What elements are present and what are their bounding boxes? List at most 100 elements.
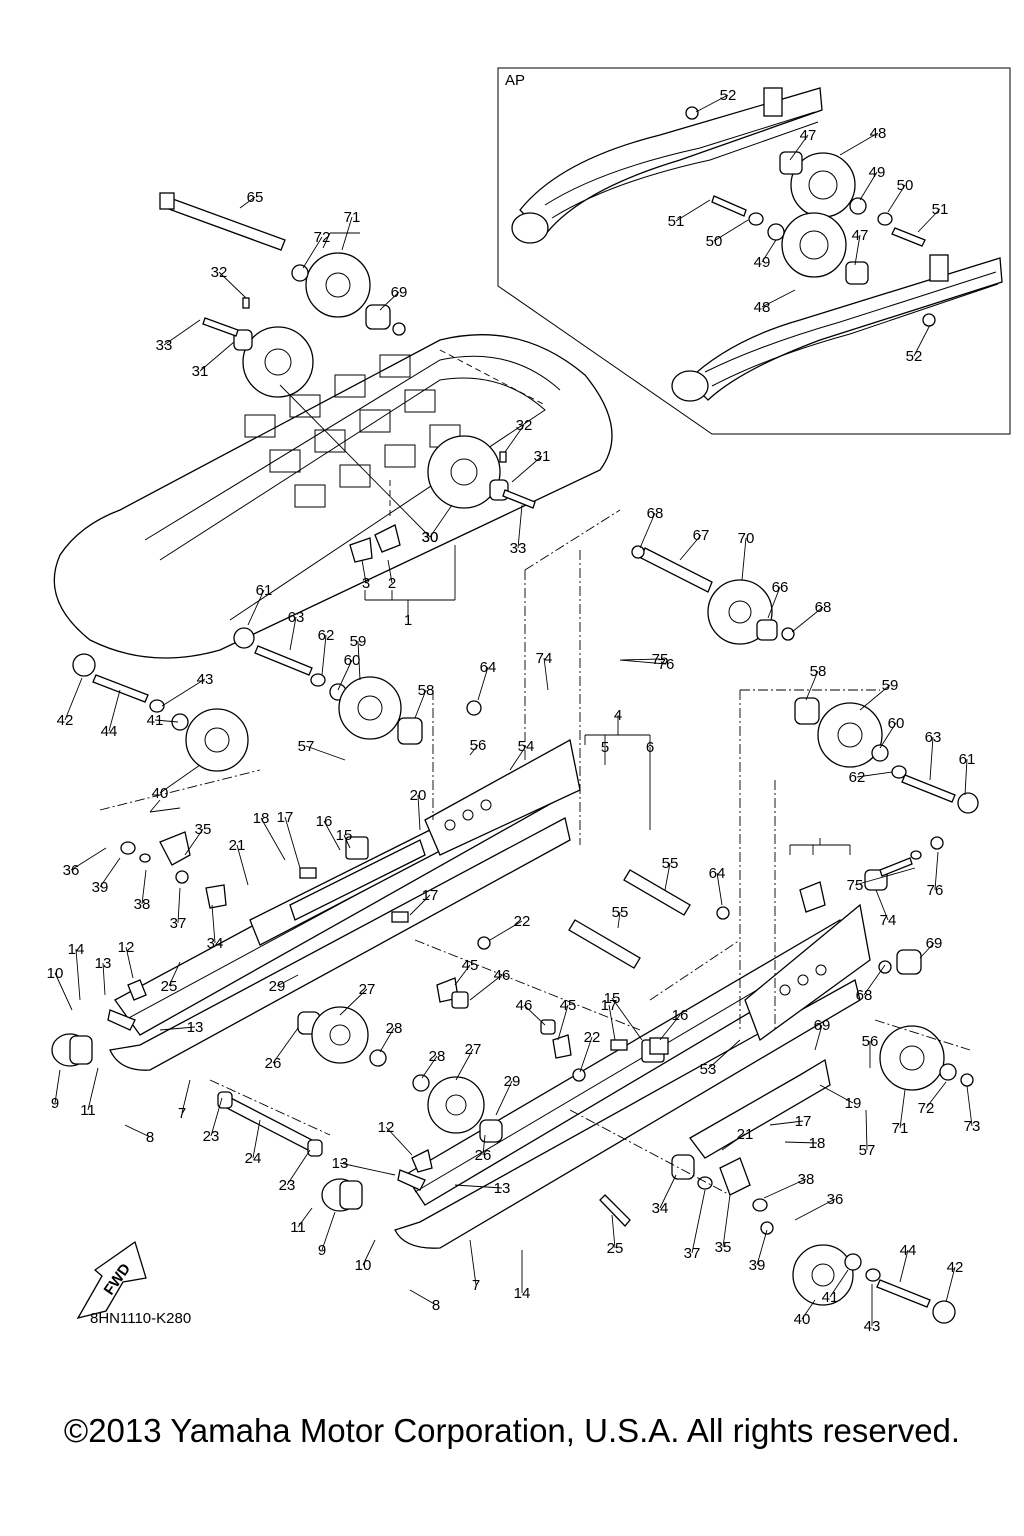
callout-22-leader [489,920,523,941]
callout-43: 43 [197,671,214,688]
callout-68: 68 [647,505,664,522]
callout-25-leader [611,1214,616,1249]
callout-17: 17 [277,809,294,826]
callout-22-leader [579,1036,593,1073]
callout-13-leader [102,962,106,996]
callout-17: 17 [795,1113,812,1130]
callout-23: 23 [279,1177,296,1194]
callout-65: 65 [247,189,264,206]
copyright-notice: ©2013 Yamaha Motor Corporation, U.S.A. A… [63,1412,961,1449]
callout-49-leader [859,171,878,201]
callout-46-leader [523,1004,546,1026]
callout-26-leader [482,1134,486,1156]
callout-7-leader [469,1239,477,1286]
callout-24-leader [252,1119,261,1159]
callout-17: 17 [422,887,439,904]
callout-22: 22 [514,913,531,930]
callout-69-leader [814,1024,823,1051]
callout-76: 76 [658,656,675,673]
callout-60: 60 [344,652,361,669]
callout-26-leader [272,1027,299,1064]
callout-5: 5 [601,739,609,756]
callout-45-leader [454,964,471,986]
callout-21: 21 [229,837,246,854]
callout-42: 42 [947,1259,964,1276]
callout-74-leader [875,889,889,921]
callout-9: 9 [51,1095,59,1112]
callout-13: 13 [187,1019,204,1036]
callout-37-leader [691,1189,706,1254]
callout-48: 48 [754,299,771,316]
callout-47: 47 [852,227,869,244]
callout-72-leader [925,1081,947,1109]
callout-61: 61 [256,582,273,599]
callout-23-leader [210,1097,223,1137]
callout-68-leader [639,512,656,549]
callout-52-leader [913,324,931,357]
callout-17-leader [284,816,301,869]
callout-21-leader [721,1133,746,1151]
callout-52-leader [695,94,729,113]
callout-11: 11 [80,1102,96,1119]
callout-61-leader [247,589,265,626]
callout-13: 13 [95,955,112,972]
callout-21-leader [236,844,249,886]
callout-68: 68 [856,987,873,1004]
callout-52: 52 [720,87,737,104]
callout-48-leader [839,132,879,156]
callout-47: 47 [800,127,817,144]
callout-74: 74 [536,650,553,667]
callout-67-leader [679,534,702,561]
callout-27: 27 [359,981,376,998]
callout-21: 21 [737,1126,754,1143]
callout-56: 56 [862,1033,879,1050]
callout-62-leader [856,771,893,778]
callout-3: 3 [362,575,370,592]
callout-71: 71 [892,1120,909,1137]
callout-17: 17 [601,997,618,1014]
callout-9: 9 [318,1242,326,1259]
callout-58: 58 [810,663,827,680]
callout-32-leader [504,424,525,453]
callout-39: 39 [749,1257,766,1274]
callout-16: 16 [316,813,333,830]
callout-75-leader [621,658,661,661]
callout-9-leader [321,1211,336,1251]
callout-13: 13 [332,1155,349,1172]
callout-38-leader [763,1178,807,1199]
callout-8-leader [409,1289,437,1306]
callout-69: 69 [391,284,408,301]
callout-6: 6 [646,739,654,756]
callout-14: 14 [514,1285,531,1302]
callout-42: 42 [57,712,74,729]
callout-30-leader [279,384,431,538]
callout-11: 11 [290,1219,306,1236]
callout-76-leader [934,851,939,891]
callout-62: 62 [318,627,335,644]
callout-11-leader [87,1067,99,1111]
callout-50-leader [713,219,749,242]
callout-50: 50 [897,177,914,194]
callout-64-leader [716,872,723,906]
callout-76-leader [619,659,667,665]
callout-33-leader [163,319,201,346]
callout-73: 73 [964,1118,981,1135]
callout-16-leader [323,820,341,851]
callout-47-leader [854,234,861,266]
callout-38: 38 [134,896,151,913]
callout-40: 40 [794,1311,811,1328]
callout-12: 12 [378,1119,395,1136]
callout-30: 30 [422,529,439,546]
callout-70-leader [741,537,747,581]
inset-label: AP [505,72,525,89]
callout-37-leader [177,887,181,924]
callout-39-leader [99,857,121,888]
assembly-lines [99,509,971,1196]
callout-29-leader [276,974,299,987]
callout-13-leader [159,1026,196,1031]
callout-45: 45 [560,997,577,1014]
callout-15: 15 [604,990,621,1007]
callout-8-leader [124,1124,151,1138]
callout-16-leader [659,1014,681,1041]
callout-51: 51 [932,201,949,218]
